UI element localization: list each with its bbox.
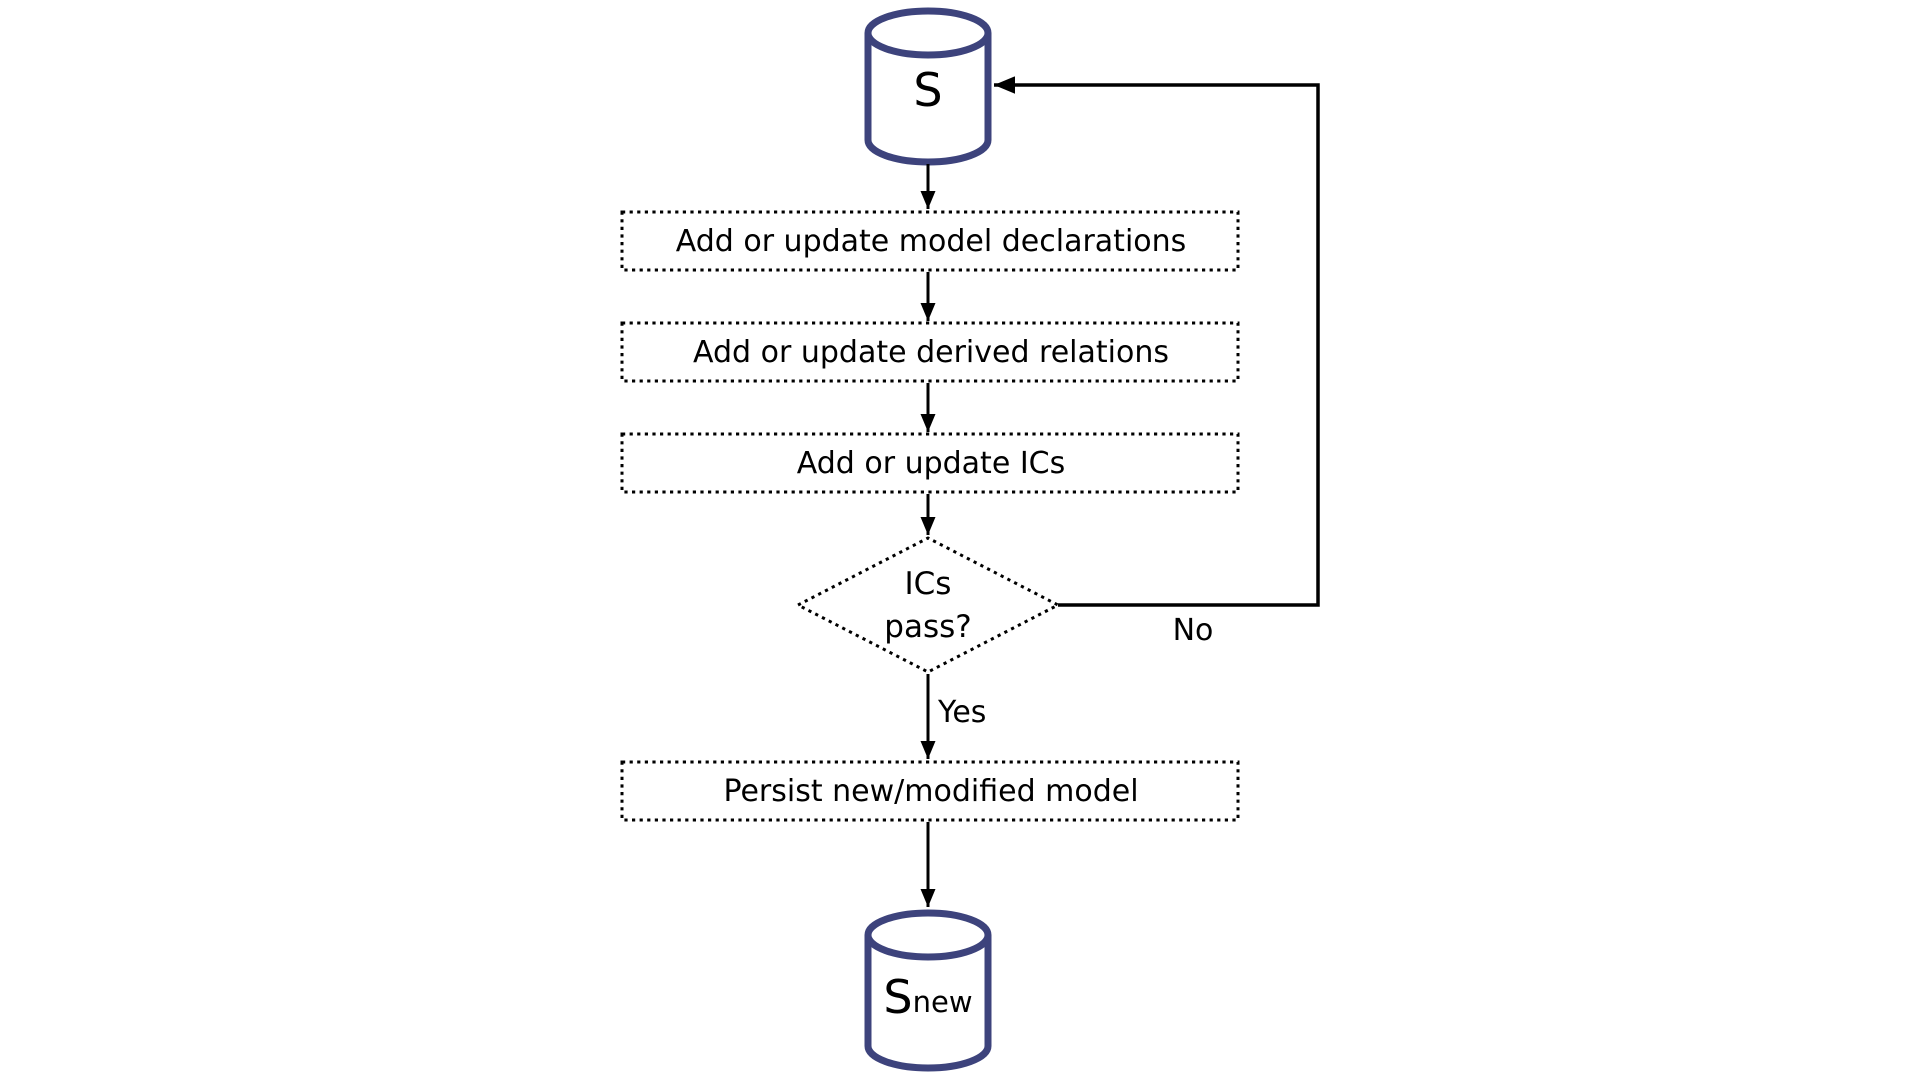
step2-label-text: Add or update derived relations xyxy=(693,334,1169,370)
step1-label-text: Add or update model declarations xyxy=(675,223,1187,259)
step2-label: Add or update derived relations xyxy=(622,323,1240,381)
decision-label-line1: ICs xyxy=(904,566,952,602)
edge-label-yes: Yes xyxy=(938,693,1028,731)
process-box-step3 xyxy=(620,432,1240,494)
step1-label: Add or update model declarations xyxy=(622,212,1240,270)
step4-label-text: Persist new/modified model xyxy=(723,773,1139,809)
process-box-step2 xyxy=(620,321,1240,383)
edge-label-yes-text: Yes xyxy=(938,694,987,730)
decision-label-line2: pass? xyxy=(884,609,972,645)
arrow-decision-no-feedback-loop xyxy=(994,76,1320,607)
step3-label: Add or update ICs xyxy=(622,434,1240,492)
result-db-label-subscript: new xyxy=(912,985,973,1019)
step4-label: Persist new/modified model xyxy=(622,762,1240,820)
edge-label-no: No xyxy=(1153,611,1233,649)
process-box-step1 xyxy=(620,210,1240,272)
source-db-label: S xyxy=(868,62,988,118)
step3-label-text: Add or update ICs xyxy=(796,445,1066,481)
database-cylinder-icon-result xyxy=(864,909,992,1072)
source-db-label-text: S xyxy=(913,63,943,117)
decision-label: ICs pass? xyxy=(828,563,1028,649)
edge-label-no-text: No xyxy=(1172,612,1214,648)
decision-diamond xyxy=(794,536,1062,674)
process-box-step4 xyxy=(620,760,1240,822)
result-db-label-base: S xyxy=(883,970,913,1024)
database-cylinder-icon-source xyxy=(864,7,992,166)
